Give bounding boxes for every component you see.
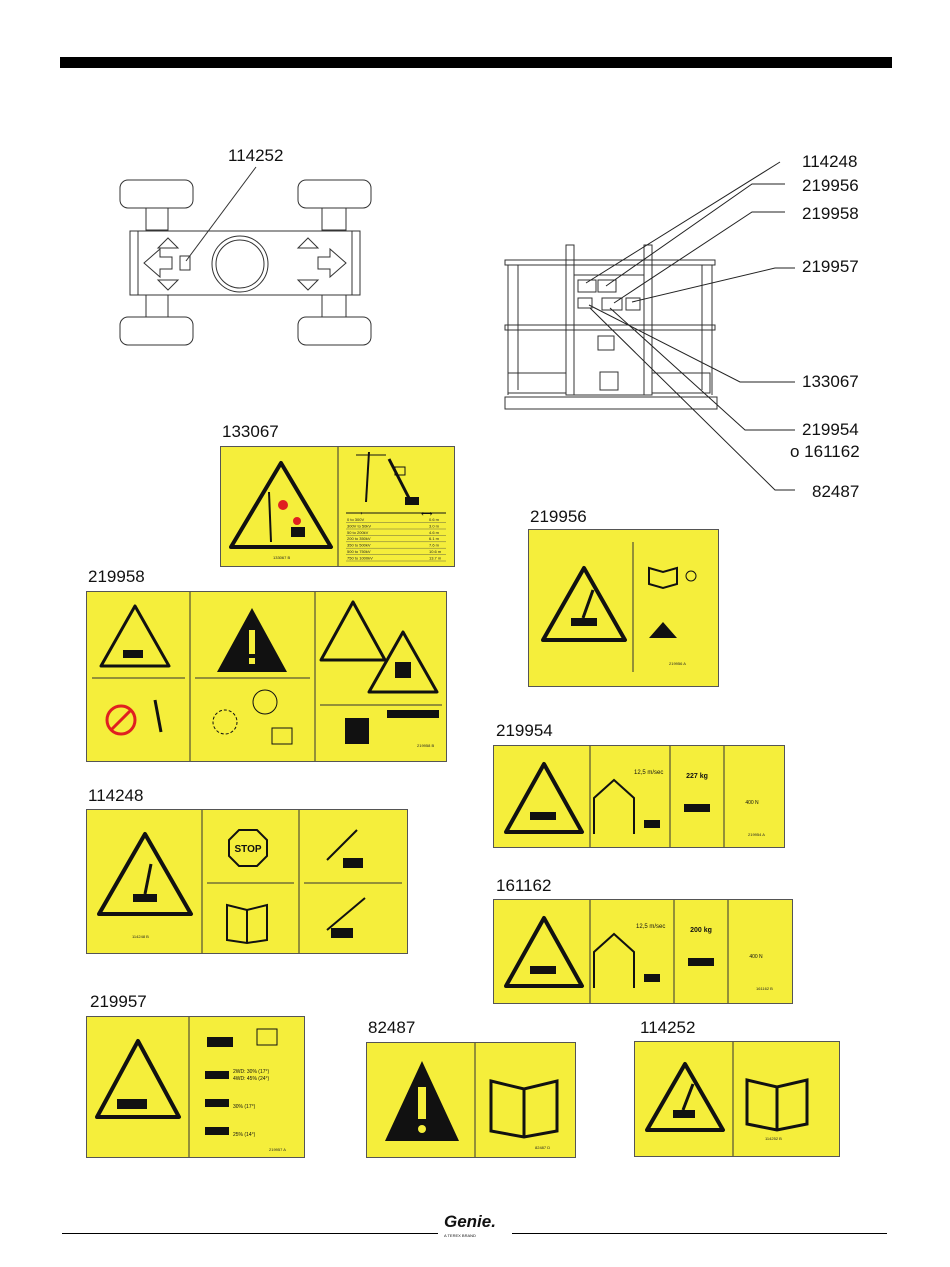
callout-219957: 219957 (802, 257, 859, 276)
svg-text:⟶: ⟶ (354, 511, 363, 517)
stop-sign-text: STOP (234, 844, 261, 855)
callout-133067: 133067 (802, 372, 859, 391)
callout-82487: 82487 (812, 482, 860, 501)
decal-219956-code: 219956 A (669, 661, 686, 666)
callout-219954: 219954 (802, 420, 859, 439)
footer-rule-right (512, 1233, 887, 1234)
machine-top-view-diagram (119, 166, 372, 346)
decal-219957: 2WD: 30% (17°) 4WD: 45% (24°) 30% (17°) … (86, 1016, 305, 1158)
decal-219957-code: 219957 A (269, 1147, 286, 1152)
wind-speed: 12,5 m/sec (634, 770, 663, 776)
clearance-range: 750 to 1000kV (347, 555, 373, 560)
callout-161162: o 161162 (790, 442, 860, 461)
slope-row-1: 4WD: 45% (24°) (233, 1076, 270, 1082)
decal-114252-code: 114252 B (765, 1136, 782, 1141)
decal-114248-title: 114248 (88, 786, 144, 805)
genie-logo: Genie. (444, 1212, 496, 1231)
clearance-distance: 10.6 m (429, 549, 442, 554)
decal-219958-title: 219958 (88, 567, 145, 586)
clearance-range: 350 to 500kV (347, 543, 371, 548)
callout-114252-top: 114252 (228, 146, 284, 165)
decal-82487-code: 82487 D (535, 1145, 550, 1150)
decal-161162-title: 161162 (496, 876, 552, 895)
decal-219954-code: 219954 A (748, 832, 765, 837)
clearance-distance: 3.0 m (429, 523, 440, 528)
decal-82487: 82487 D (366, 1042, 576, 1158)
decal-133067-code: 133067 B (273, 555, 290, 560)
platform-diagram (504, 161, 795, 491)
slope-row-3: 25% (14°) (233, 1132, 256, 1138)
clearance-distance: 6.1 m (429, 536, 440, 541)
clearance-range: 300V to 50kV (347, 523, 371, 528)
decal-219956: 219956 A (528, 529, 719, 687)
decal-114252: 114252 B (634, 1041, 840, 1157)
decal-114248-code: 114248 B (132, 934, 149, 939)
wind-speed: 12,5 m/sec (636, 924, 665, 930)
decal-114252-title: 114252 (640, 1018, 696, 1037)
logo-tagline: A TEREX BRAND (444, 1233, 476, 1238)
clearance-range: 500 to 750kV (347, 549, 371, 554)
max-load: 227 kg (686, 773, 708, 780)
clearance-range: 50 to 200kV (347, 530, 369, 535)
clearance-range: 200 to 350kV (347, 536, 371, 541)
footer-rule-left (62, 1233, 438, 1234)
decal-219958-code: 219958 B (417, 743, 434, 748)
max-force: 400 N (745, 800, 759, 806)
slope-row-2: 30% (17°) (233, 1104, 256, 1110)
decal-219958: 219958 B (86, 591, 447, 762)
max-load: 200 kg (690, 927, 712, 934)
slope-row-0: 2WD: 30% (17°) (233, 1069, 270, 1075)
decal-133067-title: 133067 (222, 422, 279, 441)
decal-219954: 12,5 m/sec 227 kg 400 N 219954 A (493, 745, 785, 848)
decal-82487-title: 82487 (368, 1018, 416, 1037)
clearance-range: 0 to 300V (347, 517, 364, 522)
clearance-distance: 7.6 m (429, 543, 440, 548)
callout-219958: 219958 (802, 204, 859, 223)
decal-219957-title: 219957 (90, 992, 147, 1011)
decal-114248: 114248 B STOP (86, 809, 408, 954)
max-force: 400 N (749, 954, 763, 960)
clearance-distance: 0.6 m (429, 517, 440, 522)
decal-219956-title: 219956 (530, 507, 587, 526)
decal-161162: 12,5 m/sec 200 kg 400 N 161162 B (493, 899, 793, 1004)
callout-114248: 114248 (802, 152, 858, 171)
header-bar (60, 57, 892, 68)
callout-219956: 219956 (802, 176, 859, 195)
decal-219954-title: 219954 (496, 721, 553, 740)
decal-161162-code: 161162 B (756, 986, 773, 991)
clearance-distance: 13.7 m (429, 555, 442, 560)
clearance-distance: 4.6 m (429, 530, 440, 535)
